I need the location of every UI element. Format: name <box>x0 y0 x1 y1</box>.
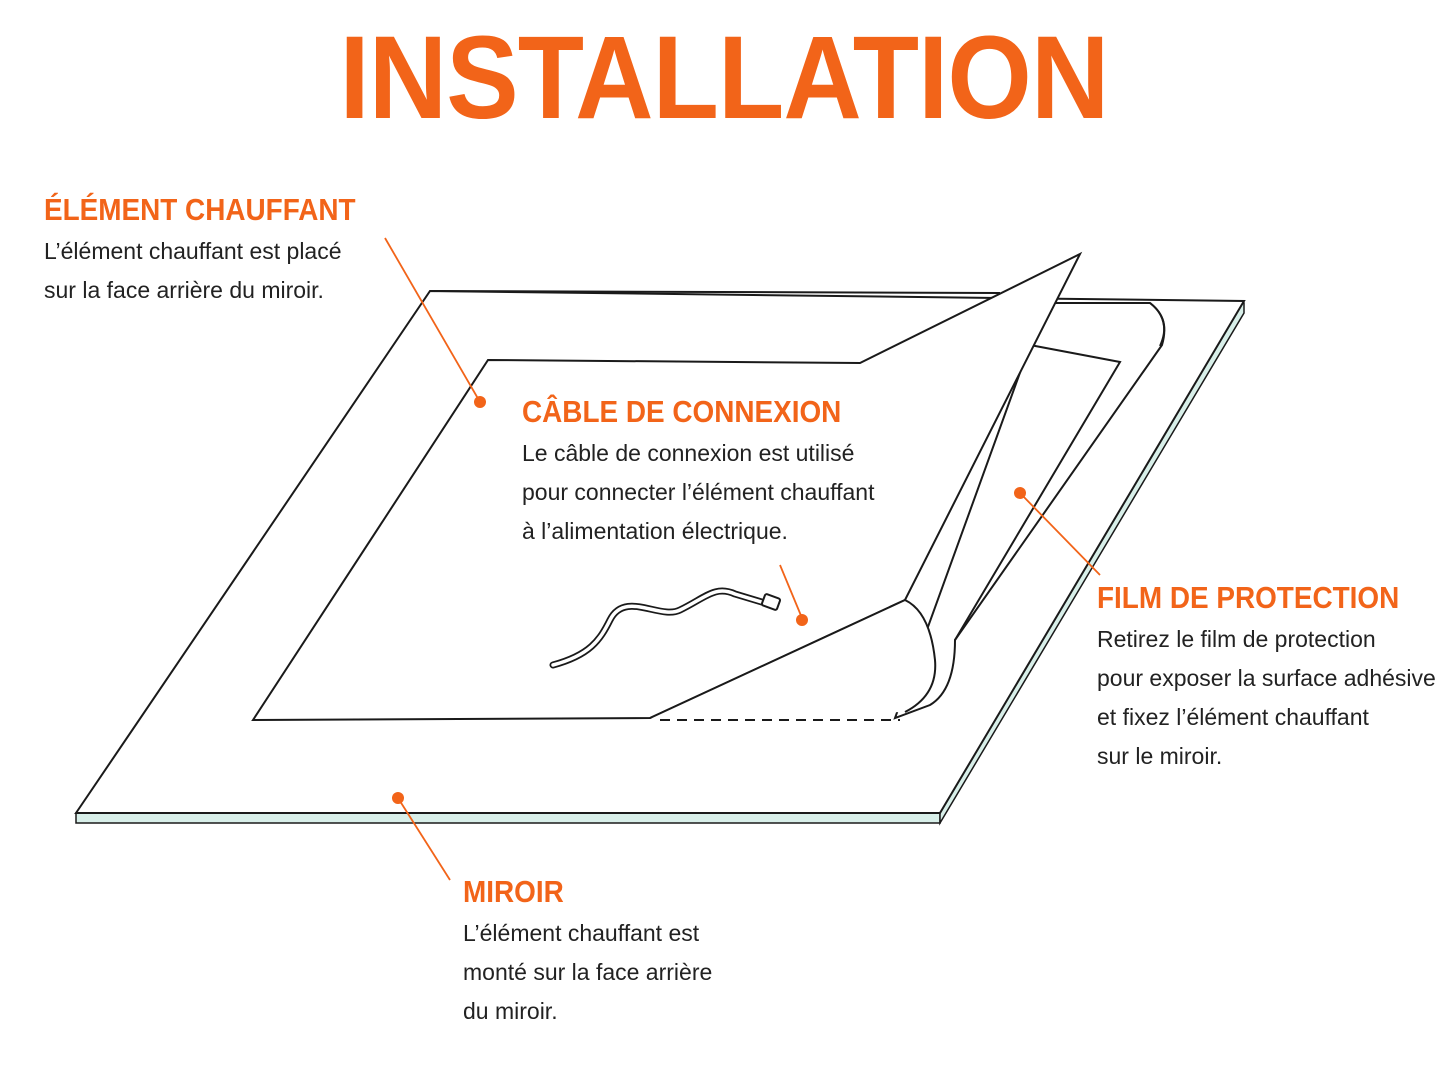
callout-line: Retirez le film de protection <box>1097 626 1376 652</box>
callout-heading: MIROIR <box>463 874 564 909</box>
leader-line-cable <box>779 564 803 619</box>
connection-cable-inner <box>551 589 767 667</box>
heating-element-flap-fold <box>649 598 937 719</box>
callout-line: du miroir. <box>463 998 558 1024</box>
protection-film-inner <box>954 344 1122 641</box>
leader-line-element <box>384 237 481 403</box>
callout-line: Le câble de connexion est utilisé <box>522 440 855 466</box>
leader-dot-mirror <box>392 792 404 804</box>
callout-heading: CÂBLE DE CONNEXION <box>522 394 842 429</box>
callout-line: pour connecter l’élément chauffant <box>522 479 875 505</box>
film-curl <box>1149 302 1166 347</box>
callout-protection-film: FILM DE PROTECTION Retirez le film de pr… <box>1097 580 1436 776</box>
callout-heading: FILM DE PROTECTION <box>1097 580 1400 615</box>
leader-dot-cable <box>796 614 808 626</box>
callout-body: L’élément chauffant est placé sur la fac… <box>44 232 390 310</box>
callout-line: sur la face arrière du miroir. <box>44 277 324 303</box>
leader-line-film <box>1019 492 1101 576</box>
page-title: INSTALLATION <box>339 12 1110 144</box>
callout-line: et fixez l’élément chauffant <box>1097 704 1369 730</box>
callout-line: sur le miroir. <box>1097 743 1223 769</box>
heating-element-outer-top <box>429 290 1001 294</box>
callout-body: Le câble de connexion est utilisé pour c… <box>522 434 877 551</box>
leader-dot-element <box>474 396 486 408</box>
leader-dot-film <box>1014 487 1026 499</box>
mirror-edge <box>75 812 941 824</box>
callout-line: L’élément chauffant est placé <box>44 238 342 264</box>
callout-line: pour exposer la surface adhésive <box>1097 665 1436 691</box>
callout-body: L’élément chauffant est monté sur la fac… <box>463 914 712 1031</box>
callout-body: Retirez le film de protection pour expos… <box>1097 620 1436 776</box>
callout-mirror: MIROIR L’élément chauffant est monté sur… <box>463 874 712 1031</box>
callout-line: L’élément chauffant est <box>463 920 700 946</box>
callout-connection-cable: CÂBLE DE CONNEXION Le câble de connexion… <box>522 394 877 551</box>
callout-heading: ÉLÉMENT CHAUFFANT <box>44 192 356 227</box>
callout-line: à l’alimentation électrique. <box>522 518 788 544</box>
callout-line: monté sur la face arrière <box>463 959 713 985</box>
callout-heating-element: ÉLÉMENT CHAUFFANT L’élément chauffant es… <box>44 192 390 310</box>
cable-connector <box>760 593 782 611</box>
leader-line-mirror <box>397 797 451 881</box>
